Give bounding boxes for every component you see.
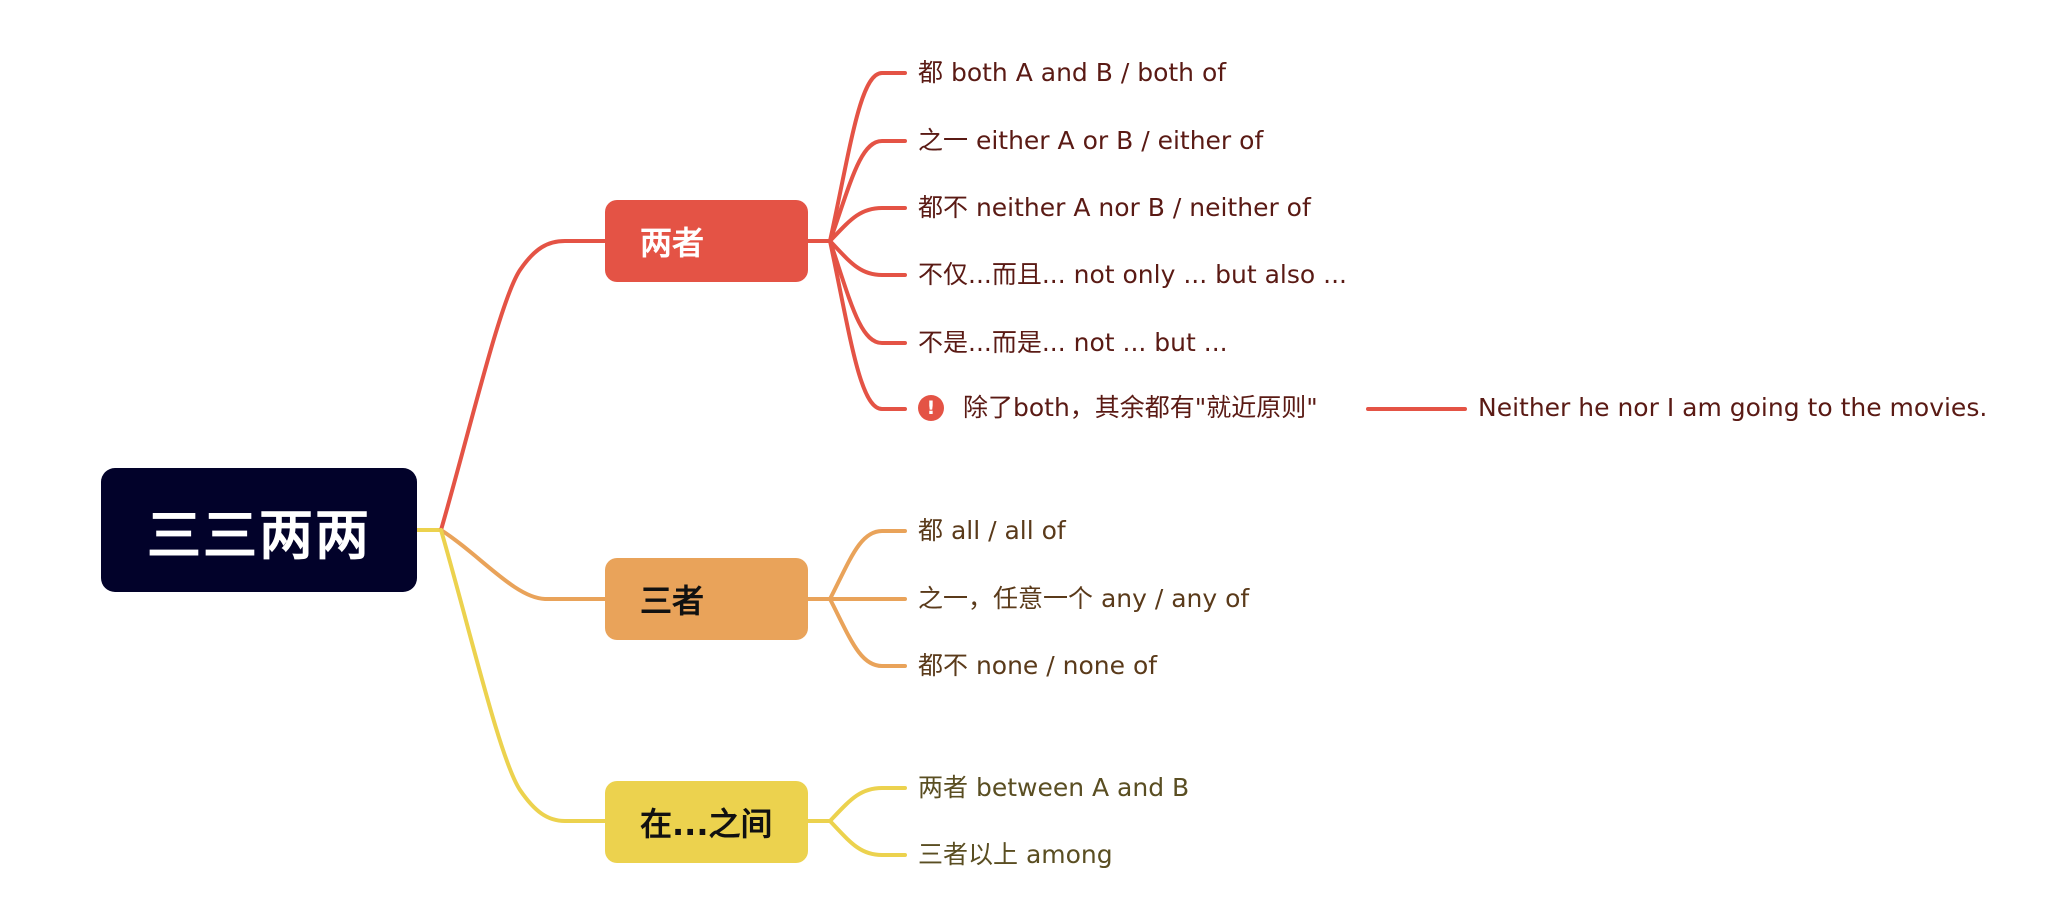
branch-label: 在...之间	[640, 805, 773, 843]
exclamation-icon: !	[918, 395, 944, 421]
topic-none[interactable]: 都不 none / none of	[918, 651, 1158, 680]
topic-all[interactable]: 都 all / all of	[918, 516, 1066, 545]
topic-both[interactable]: 都 both A and B / both of	[918, 58, 1227, 87]
edge-two-4	[828, 239, 907, 277]
topic-either[interactable]: 之一 either A or B / either of	[918, 126, 1264, 155]
branch-three-items[interactable]: 三者	[605, 558, 808, 640]
topic-example-sentence[interactable]: Neither he nor I am going to the movies.	[1478, 393, 1988, 422]
root-topic[interactable]: 三三两两	[101, 468, 417, 592]
edge-root-three	[439, 528, 607, 601]
edge-two-2	[828, 139, 907, 243]
topic-among[interactable]: 三者以上 among	[918, 840, 1113, 869]
edge-root-two	[439, 239, 607, 532]
branch-label: 三者	[640, 582, 705, 620]
topic-between[interactable]: 两者 between A and B	[918, 773, 1190, 802]
topic-proximity-rule-label: 除了both，其余都有"就近原则"	[963, 393, 1318, 422]
edge-between-2	[828, 819, 907, 857]
branch-two-items[interactable]: 两者	[605, 200, 808, 282]
edge-two-6	[828, 239, 907, 411]
edge-three-1	[828, 529, 907, 601]
branch-between[interactable]: 在...之间	[605, 781, 808, 863]
topic-neither[interactable]: 都不 neither A nor B / neither of	[918, 193, 1311, 222]
branch-label: 两者	[640, 224, 705, 262]
edge-two-5	[828, 239, 907, 345]
edge-two-1	[828, 71, 907, 243]
topic-any[interactable]: 之一，任意一个 any / any of	[918, 584, 1250, 613]
edge-two-3	[828, 206, 907, 243]
edge-root-between	[439, 528, 607, 823]
root-topic-label: 三三两两	[147, 503, 371, 567]
edge-three-3	[828, 597, 907, 668]
edge-between-1	[828, 786, 907, 823]
topic-not-only-but-also[interactable]: 不仅...而且... not only ... but also ...	[918, 260, 1347, 289]
topic-not-but[interactable]: 不是...而是... not ... but ...	[918, 328, 1228, 357]
